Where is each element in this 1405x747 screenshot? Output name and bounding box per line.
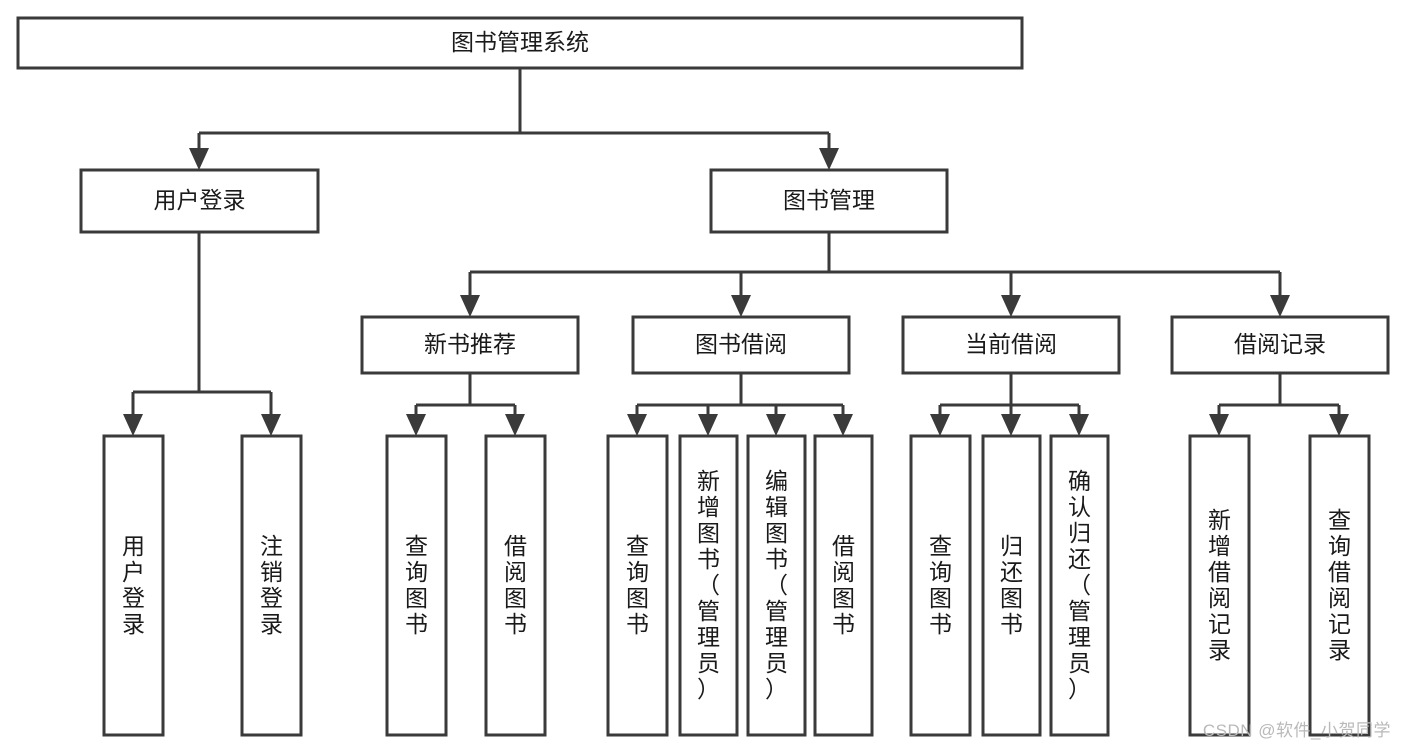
- node-label: 新增图书（管理员）: [697, 468, 720, 702]
- node-login[interactable]: 用户登录: [79, 168, 320, 234]
- node-box[interactable]: [901, 315, 1121, 375]
- node-label: 查询图书: [405, 533, 428, 637]
- node-box[interactable]: [360, 315, 580, 375]
- node-box[interactable]: [240, 434, 303, 737]
- node-box[interactable]: [981, 434, 1042, 737]
- node-bookmgmt[interactable]: 图书管理: [709, 168, 949, 234]
- node-label: 借阅记录: [1234, 331, 1326, 357]
- connector-group: [930, 373, 1089, 436]
- node-box[interactable]: [678, 434, 739, 737]
- arrow-head-icon: [627, 414, 647, 436]
- node-box[interactable]: [606, 434, 669, 737]
- arrow-head-icon: [189, 148, 209, 170]
- node-label: 查询借阅记录: [1328, 507, 1351, 663]
- node-box[interactable]: [909, 434, 972, 737]
- arrow-head-icon: [766, 414, 786, 436]
- node-label: 新增借阅记录: [1208, 507, 1231, 663]
- node-label: 用户登录: [122, 533, 145, 637]
- node-label: 归还图书: [1000, 533, 1023, 637]
- node-label: 查询图书: [626, 533, 649, 637]
- node-leaf-query-book-3[interactable]: 查询图书: [909, 434, 972, 737]
- node-leaf-edit-book[interactable]: 编辑图书（管理员）: [746, 434, 807, 737]
- arrow-head-icon: [505, 414, 525, 436]
- node-leaf-confirm-return[interactable]: 确认归还（管理员）: [1049, 434, 1110, 737]
- node-box[interactable]: [1049, 434, 1110, 737]
- connector-group: [189, 68, 839, 170]
- node-record[interactable]: 借阅记录: [1170, 315, 1390, 375]
- node-label: 图书管理系统: [451, 29, 589, 55]
- arrow-head-icon: [930, 414, 950, 436]
- node-label: 编辑图书（管理员）: [765, 468, 788, 702]
- node-label: 图书借阅: [695, 331, 787, 357]
- node-box[interactable]: [813, 434, 874, 737]
- node-label: 图书管理: [783, 187, 875, 213]
- node-box[interactable]: [102, 434, 165, 737]
- node-newbook[interactable]: 新书推荐: [360, 315, 580, 375]
- node-leaf-borrow-book-2[interactable]: 借阅图书: [813, 434, 874, 737]
- node-box[interactable]: [709, 168, 949, 234]
- arrow-head-icon: [1001, 414, 1021, 436]
- node-label: 用户登录: [154, 187, 246, 213]
- connector-group: [1209, 373, 1349, 436]
- arrow-head-icon: [1329, 414, 1349, 436]
- node-label: 当前借阅: [965, 331, 1057, 357]
- node-label: 注销登录: [260, 533, 283, 637]
- arrow-head-icon: [123, 414, 143, 436]
- node-box[interactable]: [746, 434, 807, 737]
- csdn-watermark: CSDN @软件_小贺同学: [1202, 721, 1391, 740]
- node-leaf-query-book-1[interactable]: 查询图书: [385, 434, 448, 737]
- arrow-head-icon: [460, 295, 480, 317]
- node-label: 确认归还（管理员）: [1068, 468, 1091, 702]
- node-leaf-return-book[interactable]: 归还图书: [981, 434, 1042, 737]
- arrow-head-icon: [261, 414, 281, 436]
- node-box[interactable]: [484, 434, 547, 737]
- node-box[interactable]: [16, 16, 1024, 70]
- node-leaf-query-record[interactable]: 查询借阅记录: [1308, 434, 1371, 737]
- node-leaf-borrow-book-1[interactable]: 借阅图书: [484, 434, 547, 737]
- node-box[interactable]: [79, 168, 320, 234]
- connector-group: [123, 232, 281, 436]
- node-leaf-add-record[interactable]: 新增借阅记录: [1188, 434, 1251, 737]
- nodes-layer: 图书管理系统用户登录图书管理新书推荐图书借阅当前借阅借阅记录用户登录注销登录查询…: [16, 16, 1390, 737]
- node-borrow[interactable]: 图书借阅: [631, 315, 851, 375]
- arrow-head-icon: [731, 295, 751, 317]
- node-box[interactable]: [1308, 434, 1371, 737]
- connector-group: [406, 373, 525, 436]
- node-leaf-query-book-2[interactable]: 查询图书: [606, 434, 669, 737]
- connectors-layer: [123, 68, 1349, 436]
- connector-group: [627, 373, 853, 436]
- connector-group: [460, 232, 1290, 317]
- node-label: 借阅图书: [832, 533, 855, 637]
- node-leaf-user-login[interactable]: 用户登录: [102, 434, 165, 737]
- arrow-head-icon: [1209, 414, 1229, 436]
- node-label: 借阅图书: [504, 533, 527, 637]
- arrow-head-icon: [1001, 295, 1021, 317]
- node-box[interactable]: [385, 434, 448, 737]
- arrow-head-icon: [406, 414, 426, 436]
- node-leaf-user-logout[interactable]: 注销登录: [240, 434, 303, 737]
- node-box[interactable]: [1170, 315, 1390, 375]
- node-root[interactable]: 图书管理系统: [16, 16, 1024, 70]
- node-label: 查询图书: [929, 533, 952, 637]
- arrow-head-icon: [1069, 414, 1089, 436]
- node-box[interactable]: [631, 315, 851, 375]
- node-current[interactable]: 当前借阅: [901, 315, 1121, 375]
- node-leaf-add-book[interactable]: 新增图书（管理员）: [678, 434, 739, 737]
- node-box[interactable]: [1188, 434, 1251, 737]
- arrow-head-icon: [833, 414, 853, 436]
- node-label: 新书推荐: [424, 331, 516, 357]
- arrow-head-icon: [1270, 295, 1290, 317]
- arrow-head-icon: [819, 148, 839, 170]
- arrow-head-icon: [698, 414, 718, 436]
